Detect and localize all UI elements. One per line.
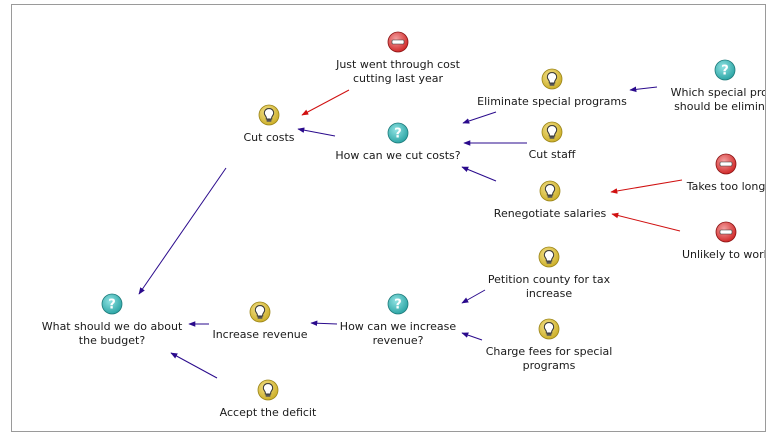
link-too-long-to-renegotiate[interactable] bbox=[610, 179, 683, 194]
node-label: Eliminate special programs bbox=[477, 95, 627, 108]
node-label: Unlikely to work bbox=[681, 248, 766, 261]
lightbulb-icon bbox=[539, 180, 561, 202]
svg-text:?: ? bbox=[394, 127, 402, 142]
node-label: Accept the deficit bbox=[219, 406, 317, 419]
node-label: Just went through cost cutting last year bbox=[336, 58, 460, 85]
link-renegotiate-to-how-cut[interactable] bbox=[461, 166, 497, 182]
map-canvas[interactable]: ? What should we do about the budget? Cu… bbox=[11, 4, 766, 432]
link-petition-to-how-increase[interactable] bbox=[461, 289, 486, 304]
minus-icon bbox=[715, 153, 737, 175]
node-label: Takes too long bbox=[686, 180, 766, 193]
link-deficit-to-budget[interactable] bbox=[170, 352, 218, 379]
link-unlikely-to-renegotiate[interactable] bbox=[611, 212, 681, 232]
minus-icon bbox=[387, 31, 409, 53]
lightbulb-icon bbox=[538, 318, 560, 340]
minus-icon bbox=[715, 221, 737, 243]
node-label: How can we cut costs? bbox=[335, 149, 461, 162]
lightbulb-icon bbox=[258, 104, 280, 126]
link-elim-programs-to-how-cut[interactable] bbox=[462, 111, 497, 124]
link-how-cut-to-cut-costs[interactable] bbox=[297, 127, 336, 137]
lightbulb-icon bbox=[541, 121, 563, 143]
node-label: Petition county for tax increase bbox=[487, 273, 611, 300]
link-cut-costs-to-budget[interactable] bbox=[138, 167, 227, 295]
question-icon: ? bbox=[714, 59, 736, 81]
node-label: Charge fees for special programs bbox=[485, 345, 613, 372]
link-how-increase-to-inc-revenue[interactable] bbox=[310, 320, 338, 327]
lightbulb-icon bbox=[541, 68, 563, 90]
node-label: Increase revenue bbox=[212, 328, 308, 341]
link-which-special-to-elim-programs[interactable] bbox=[629, 86, 658, 93]
svg-text:?: ? bbox=[108, 298, 116, 313]
node-label: What should we do about the budget? bbox=[41, 320, 183, 347]
question-icon: ? bbox=[101, 293, 123, 315]
link-layer bbox=[138, 86, 683, 379]
svg-text:?: ? bbox=[721, 64, 729, 79]
node-label: Cut staff bbox=[528, 148, 576, 161]
lightbulb-icon bbox=[257, 379, 279, 401]
svg-text:?: ? bbox=[394, 298, 402, 313]
node-label: Renegotiate salaries bbox=[493, 207, 607, 220]
node-label: Which special progr should be eliminat bbox=[670, 86, 765, 113]
lightbulb-icon bbox=[249, 301, 271, 323]
question-icon: ? bbox=[387, 122, 409, 144]
link-cost-cutting-to-cut-costs[interactable] bbox=[301, 89, 350, 116]
question-icon: ? bbox=[387, 293, 409, 315]
node-label: Cut costs bbox=[243, 131, 295, 144]
link-charge-fees-to-how-increase[interactable] bbox=[461, 332, 483, 341]
lightbulb-icon bbox=[538, 246, 560, 268]
node-label: How can we increase revenue? bbox=[339, 320, 457, 347]
